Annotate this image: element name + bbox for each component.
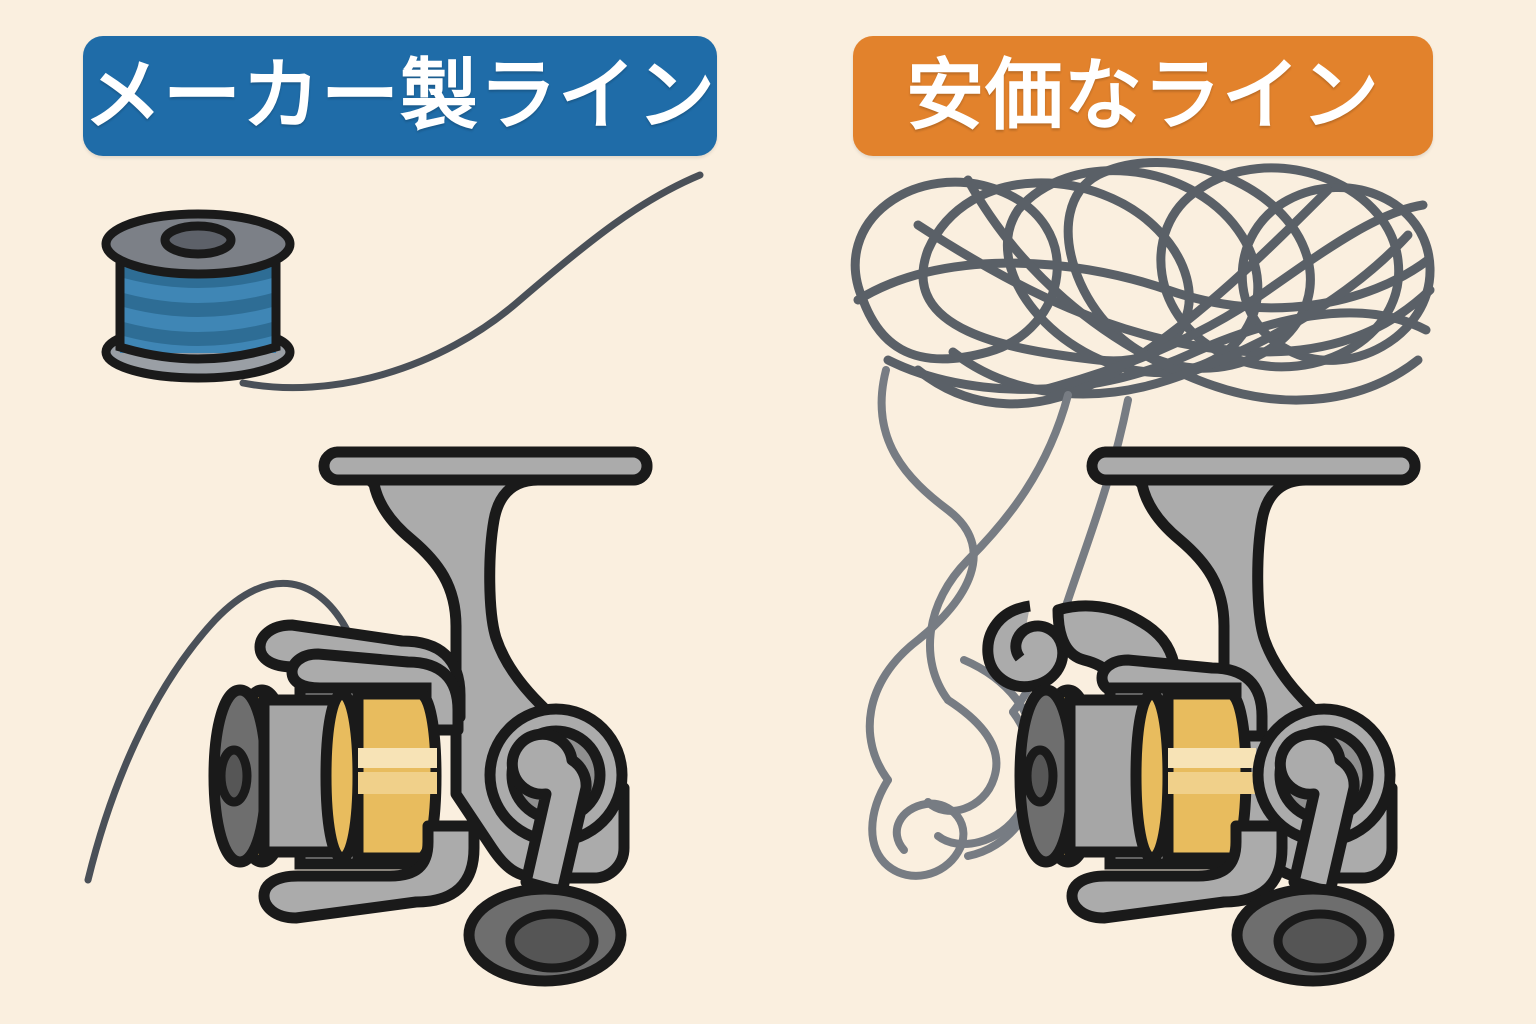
smooth-line-path bbox=[84, 171, 704, 884]
reel-bail-arm-upper bbox=[982, 600, 1268, 742]
reel-spool bbox=[1014, 682, 1256, 870]
illustration-tangled-line bbox=[850, 158, 1435, 987]
badge-quality-line-label: メーカー製ライン bbox=[84, 51, 717, 141]
illustration-neat-line bbox=[84, 171, 704, 987]
tangled-line-knot bbox=[850, 158, 1435, 409]
reel-spool bbox=[208, 682, 442, 870]
panel-cheap-line: 安価なライン bbox=[768, 0, 1536, 1024]
line-spool bbox=[101, 209, 295, 383]
reel-handle bbox=[463, 728, 627, 987]
badge-cheap-line-label: 安価なライン bbox=[905, 51, 1380, 141]
reel-bail-arm-lower bbox=[258, 820, 480, 924]
reel-bail-arm-lower bbox=[1066, 820, 1288, 924]
panel-quality-line: メーカー製ライン bbox=[83, 36, 717, 987]
reel-handle bbox=[1231, 728, 1395, 987]
badge-cheap-line: 安価なライン bbox=[853, 36, 1433, 156]
badge-quality-line: メーカー製ライン bbox=[83, 36, 717, 156]
